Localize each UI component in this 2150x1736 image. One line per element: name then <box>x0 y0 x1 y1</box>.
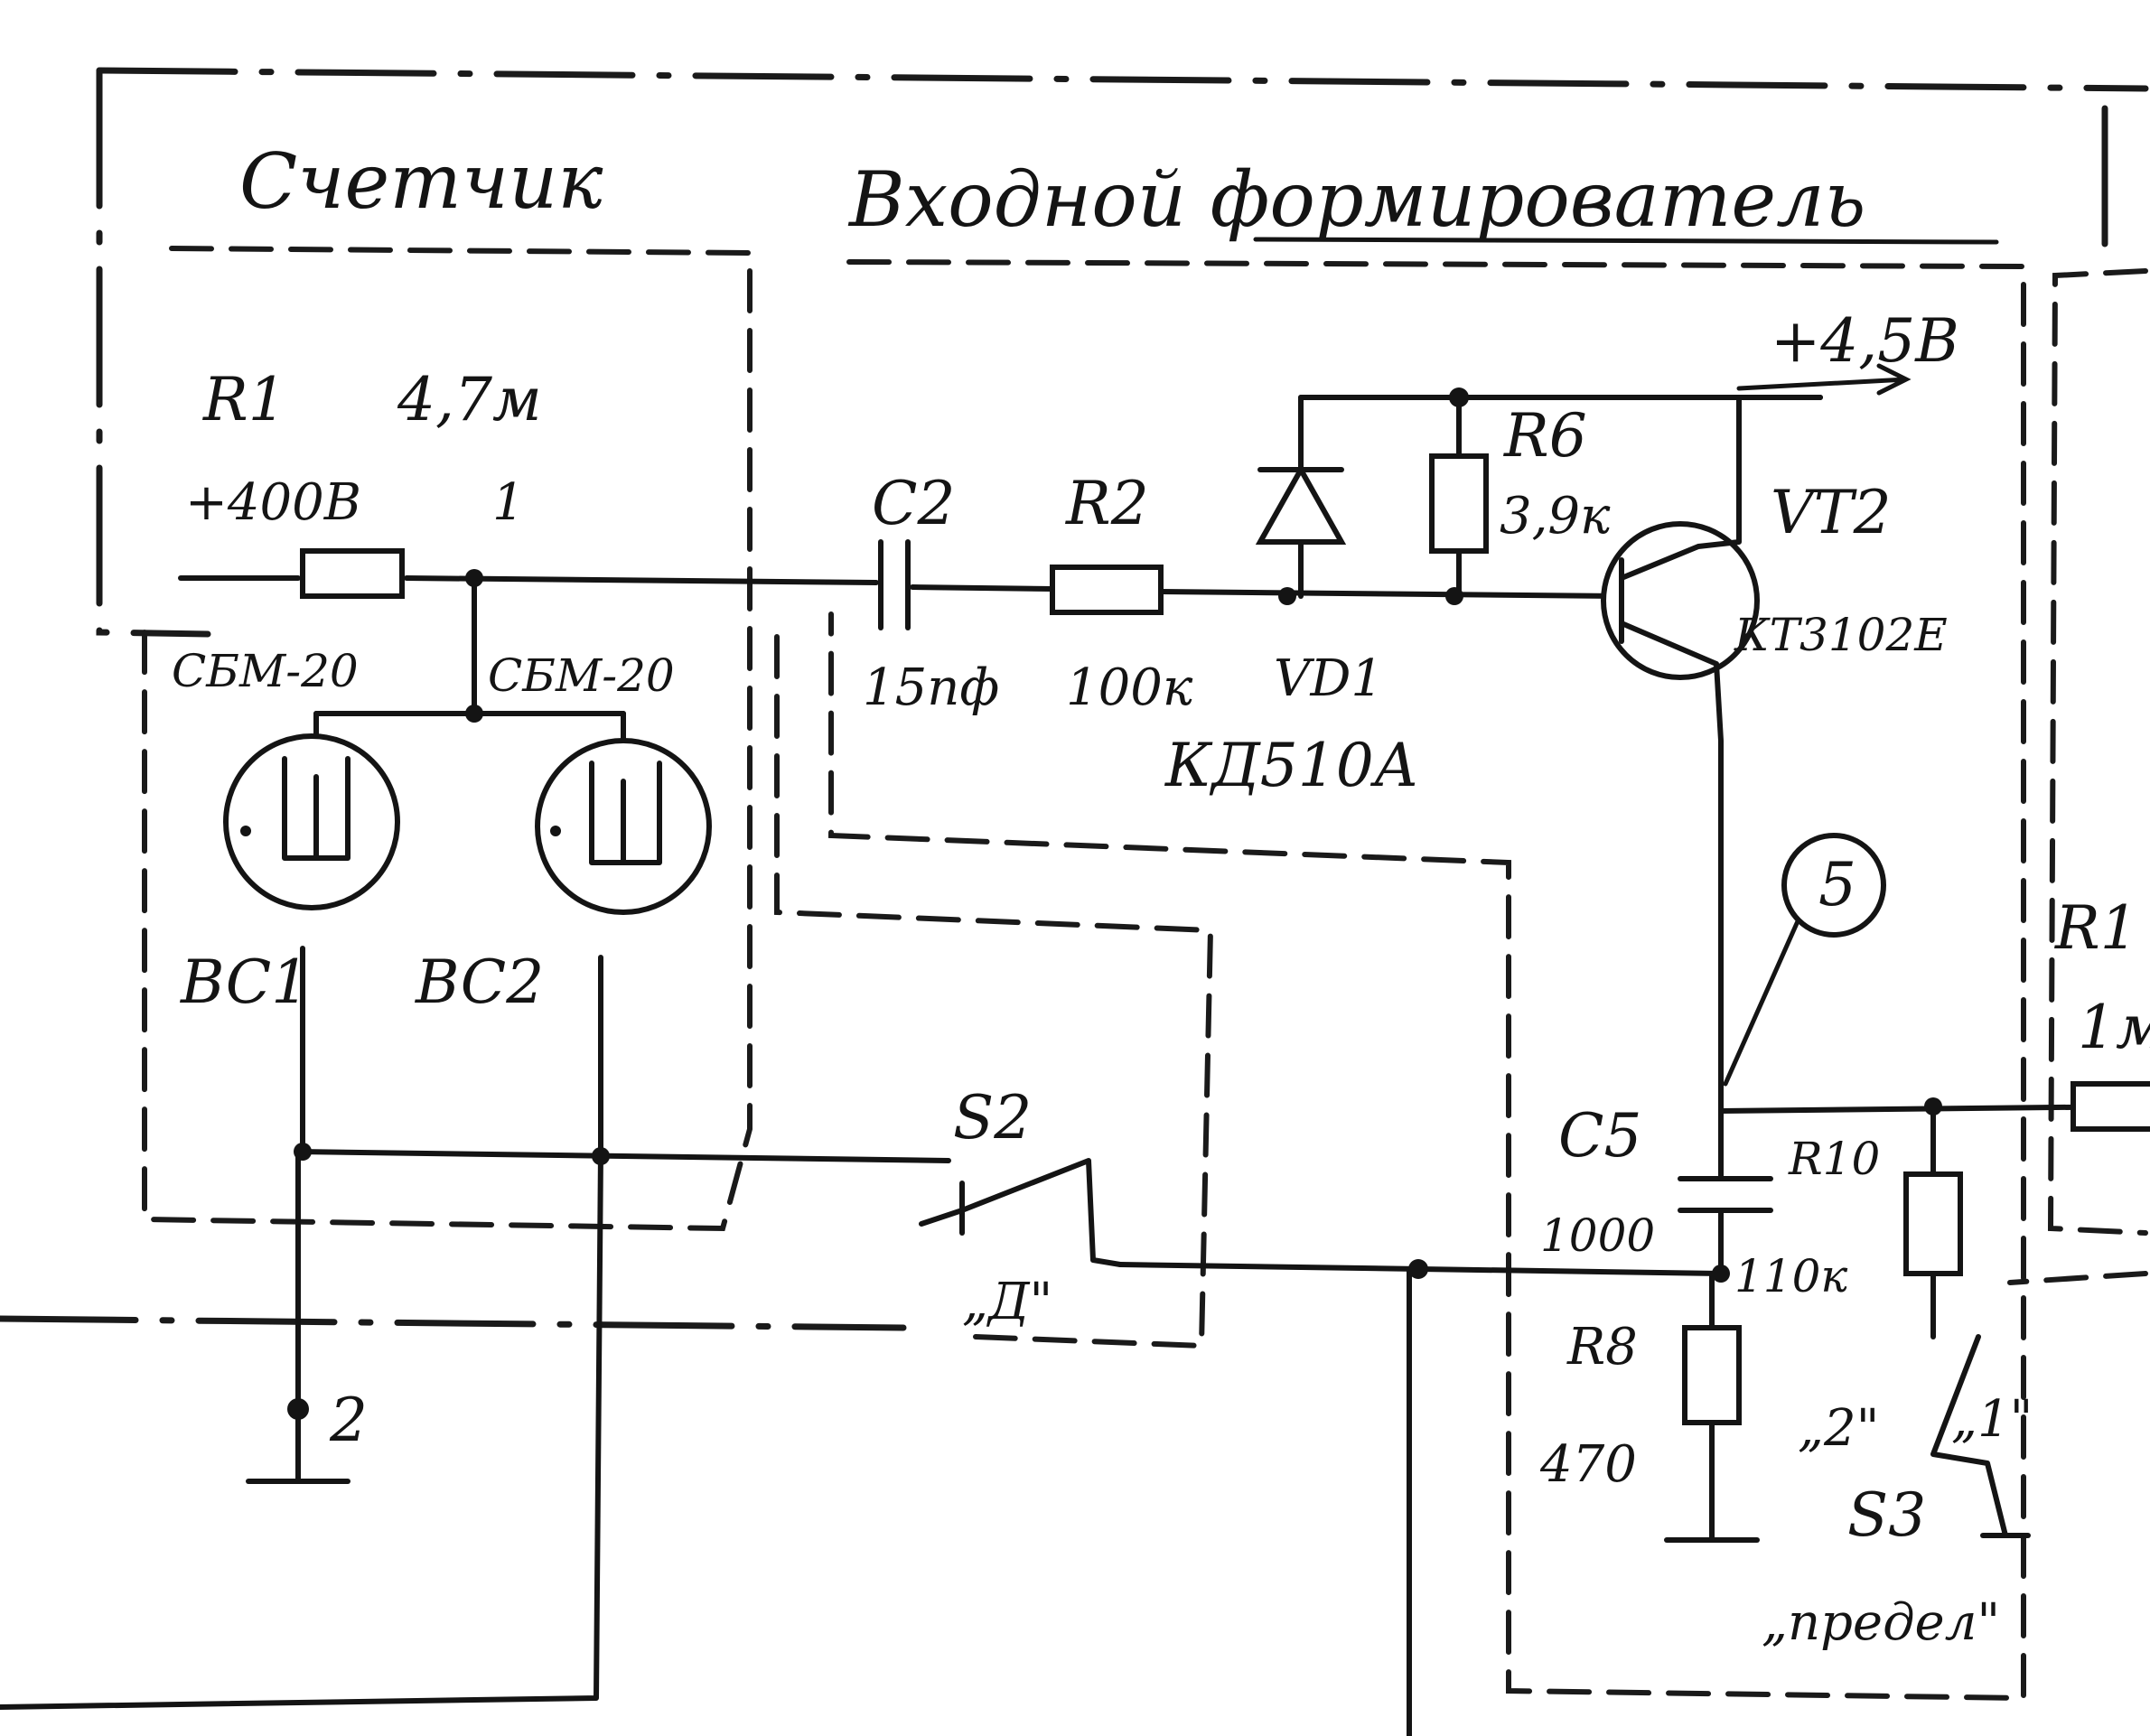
resistor-r8 <box>1664 1271 1760 1543</box>
outer-frame <box>0 67 2149 1331</box>
switch-s3 <box>1930 1334 2031 1538</box>
label-r8-value: 470 <box>1539 1435 1637 1494</box>
label-right-resistor-ref: R1 <box>2054 893 2138 963</box>
geiger-tube-bc2 <box>535 738 712 915</box>
label-s3-pos1: „1" <box>1951 1390 2033 1449</box>
label-vd1-ref: VD1 <box>1274 649 1383 708</box>
label-vt2-ref: VT2 <box>1771 478 1892 547</box>
junction-tube1-bottom <box>294 1143 312 1161</box>
junction-tubes <box>465 705 483 723</box>
label-c5-ref: С5 <box>1558 1101 1642 1171</box>
s2-block-border <box>774 634 1214 1349</box>
transistor-vt2 <box>1601 395 1823 1123</box>
label-r2-ref: R2 <box>1065 469 1149 538</box>
label-bc2: BC2 <box>415 947 544 1017</box>
shaper-block-border <box>828 259 2026 1702</box>
diode-vd1 <box>1255 395 1823 605</box>
label-tube1-type: СБМ-20 <box>172 645 359 697</box>
shaper-title: Входной формирователь <box>847 155 1865 244</box>
junction-node1 <box>465 569 483 587</box>
resistor-r10 <box>1903 1104 1963 1339</box>
terminal-node2 <box>287 1398 309 1420</box>
geiger-tube-bc1 <box>223 733 400 910</box>
capacitor-c2 <box>878 539 911 630</box>
resistor-r6 <box>1429 387 1489 605</box>
switch-s2 <box>919 1158 1123 1267</box>
shaper-title-underline <box>1253 237 1999 245</box>
label-supply: +4,5В <box>1771 306 1959 376</box>
label-node2: 2 <box>329 1386 368 1455</box>
resistor-r1 <box>300 548 405 599</box>
label-r8-ref: R8 <box>1566 1318 1638 1377</box>
label-hv: +400В <box>185 473 361 532</box>
label-c2-ref: С2 <box>872 469 956 538</box>
right-block-border <box>2047 268 2148 1236</box>
label-s3-ref: S3 <box>1847 1480 1926 1550</box>
label-r1-ref: R1 <box>202 365 286 434</box>
test-point-5 <box>1723 833 1886 1087</box>
input-wiring <box>0 575 1624 1710</box>
label-r10-value: 110к <box>1734 1250 1847 1302</box>
label-test-point: 5 <box>1818 850 1856 919</box>
junction-tube2-bottom <box>592 1147 610 1165</box>
label-vd1-type: КД510А <box>1164 731 1419 800</box>
label-c5-value: 1000 <box>1540 1209 1655 1262</box>
label-right-resistor-value: 1м <box>2078 993 2150 1062</box>
counter-title: Счетчик <box>239 137 603 226</box>
label-s3-pos2: „2" <box>1798 1399 1879 1458</box>
label-r10-ref: R10 <box>1788 1133 1880 1185</box>
label-s2-ref: S2 <box>953 1083 1032 1153</box>
label-tube2-type: СБМ-20 <box>488 649 675 702</box>
supply-arrow <box>1736 363 1912 396</box>
label-s2-position: „Д" <box>962 1273 1052 1331</box>
counter-block-border <box>142 246 752 1232</box>
capacitor-c5 <box>1678 1117 1773 1276</box>
label-vt2-type: КТ3102Е <box>1734 609 1948 661</box>
label-r6-value: 3,9к <box>1500 487 1611 546</box>
resistor-r2 <box>1050 565 1164 615</box>
label-s3-name: „предел" <box>1762 1593 2000 1652</box>
label-bc1: BC1 <box>180 947 309 1017</box>
label-r1-value: 4,7м <box>397 365 542 434</box>
label-r6-ref: R6 <box>1503 401 1587 471</box>
label-node1: 1 <box>492 473 525 532</box>
label-r2-value: 100к <box>1066 658 1193 717</box>
resistor-right <box>2071 1081 2150 1132</box>
s3-block-border <box>2007 1271 2148 1285</box>
label-c2-value: 15пф <box>863 658 999 717</box>
